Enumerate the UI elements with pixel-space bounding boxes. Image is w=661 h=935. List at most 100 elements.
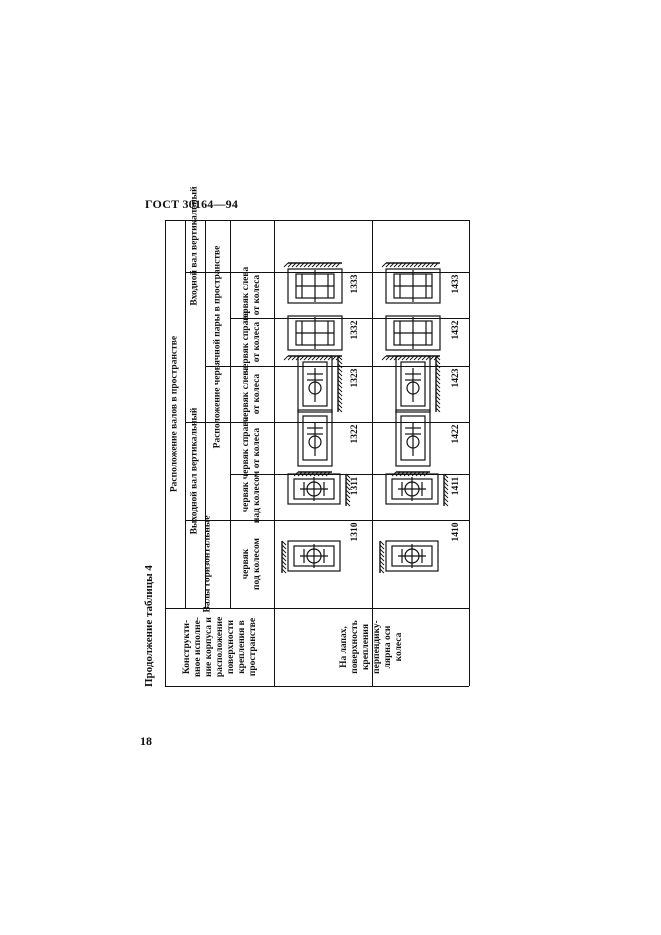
column-header-3-line: от колеса <box>252 427 262 469</box>
diagram-row2-2 <box>384 473 448 507</box>
row-label-on-feet-line: колеса <box>393 632 404 662</box>
code-row2-3-text: 1422 <box>451 424 461 444</box>
rule-column-1 <box>230 272 469 274</box>
table-continuation-caption-wrap: Продолжение таблицы 4 <box>141 565 156 687</box>
code-row2-6-text: 1433 <box>451 274 461 294</box>
worm-above-icon <box>280 466 351 512</box>
code-row1-4: 1323 <box>342 369 368 388</box>
diagram-row2-3 <box>391 409 431 477</box>
diagram-row2-6 <box>381 262 441 304</box>
diagram-row2-4 <box>394 355 440 413</box>
header-input-vertical-line: Входной вал вертикальный <box>189 186 200 306</box>
header-input-vertical-cell: Входной вал вертикальный <box>185 186 205 305</box>
rule-horizontal <box>185 520 230 522</box>
rule-label-band <box>165 608 469 610</box>
diagram-row1-6 <box>283 262 343 304</box>
rule-column-3 <box>230 366 469 368</box>
row-label-on-feet-line: крепления <box>360 623 371 671</box>
column-header-1-line: под колесом <box>252 537 262 591</box>
column-header-4-line: от колеса <box>252 373 262 415</box>
table-border-top <box>165 220 469 222</box>
worm-right-icon <box>388 404 438 477</box>
header-output-vertical-line: Выходной вал вертикальный <box>189 407 200 535</box>
worm-right-icon <box>290 404 340 477</box>
code-row2-1-text: 1410 <box>451 522 461 542</box>
table-continuation-caption: Продолжение таблицы 4 <box>142 565 155 687</box>
diagram-row2-5 <box>381 315 441 361</box>
header-shafts-line: Расположение валов в пространстве <box>169 335 180 493</box>
rule-group-band <box>205 220 207 608</box>
worm-above-icon <box>378 466 448 512</box>
table-border-left <box>165 220 167 686</box>
code-row1-6-text: 1333 <box>350 274 360 294</box>
code-row2-5-text: 1432 <box>451 320 461 340</box>
code-row2-4: 1423 <box>443 369 469 388</box>
rule-column-5 <box>230 474 469 476</box>
rule-shafts-band <box>185 220 187 608</box>
rule-row1 <box>274 220 276 686</box>
diagram-row1-1 <box>281 540 341 574</box>
header-pair: Расположение червячной пары в пространст… <box>212 246 223 449</box>
input-vertical-right-icon <box>280 308 350 361</box>
rule-column-2 <box>230 318 469 320</box>
header-design-line: крепления в <box>235 620 246 674</box>
header-design-line: поверхности <box>224 620 235 674</box>
column-header-4-line: червяк слева <box>241 365 252 423</box>
header-design-line: расположение <box>214 616 225 678</box>
code-row1-1-text: 1310 <box>350 522 360 542</box>
diagram-row1-5 <box>283 315 343 361</box>
row-label-on-feet-line: перпендику- <box>371 620 382 674</box>
table-border-bottom <box>165 686 469 688</box>
code-row1-4-text: 1323 <box>350 368 360 388</box>
diagram-row1-4 <box>297 355 343 413</box>
column-header-3-line: червяк справа <box>241 416 252 480</box>
rule-column-4 <box>230 422 469 424</box>
code-row2-4-text: 1423 <box>451 368 461 388</box>
code-row2-3: 1422 <box>443 425 469 444</box>
header-shafts: Расположение валов в пространстве <box>170 336 181 492</box>
code-row1-5-text: 1332 <box>350 320 360 340</box>
row-label-on-feet-line: лярна оси <box>382 625 393 669</box>
header-horizontal: Валы горизонтальные <box>202 516 213 613</box>
header-shafts-cell: Расположение валов в пространстве <box>165 220 185 608</box>
input-vertical-left-icon <box>378 261 448 313</box>
input-vertical-right-icon <box>378 308 448 361</box>
worm-below-icon <box>378 533 448 579</box>
diagram-row1-3 <box>293 409 333 477</box>
rule-pair-vertical-a <box>205 366 230 368</box>
code-row2-2-text: 1411 <box>451 476 461 496</box>
header-output-vertical: Выходной вал вертикальный <box>190 408 201 535</box>
rule-column-6 <box>230 520 469 522</box>
code-row1-3-text: 1322 <box>350 424 360 444</box>
page-number: 18 <box>140 734 152 748</box>
table-border-right <box>469 220 471 686</box>
diagram-row1-2 <box>287 473 351 507</box>
diagram-row2-1 <box>378 540 439 574</box>
row-label-on-feet-line: На лапах, <box>338 626 349 668</box>
standard-header: ГОСТ 30164—94 <box>145 197 239 211</box>
column-header-1-line: червяк <box>241 548 252 580</box>
column-header-6-line: червяк слева <box>241 266 252 324</box>
header-pair-cell: Расположение червячной пары в пространст… <box>205 246 230 449</box>
row-label-on-feet-line: поверхность <box>349 620 360 674</box>
worm-left-icon <box>290 350 343 422</box>
header-design-line: ние корпуса и <box>203 617 214 677</box>
header-output-vertical-cell: Выходной вал вертикальный <box>185 408 205 535</box>
column-header-6-line: от колеса <box>252 274 262 316</box>
header-horizontal-cell: Валы горизонтальные <box>185 516 230 613</box>
header-design-line: вное исполне- <box>192 617 203 677</box>
code-row1-2-text: 1311 <box>350 476 360 496</box>
header-design-line: пространстве <box>246 617 257 677</box>
